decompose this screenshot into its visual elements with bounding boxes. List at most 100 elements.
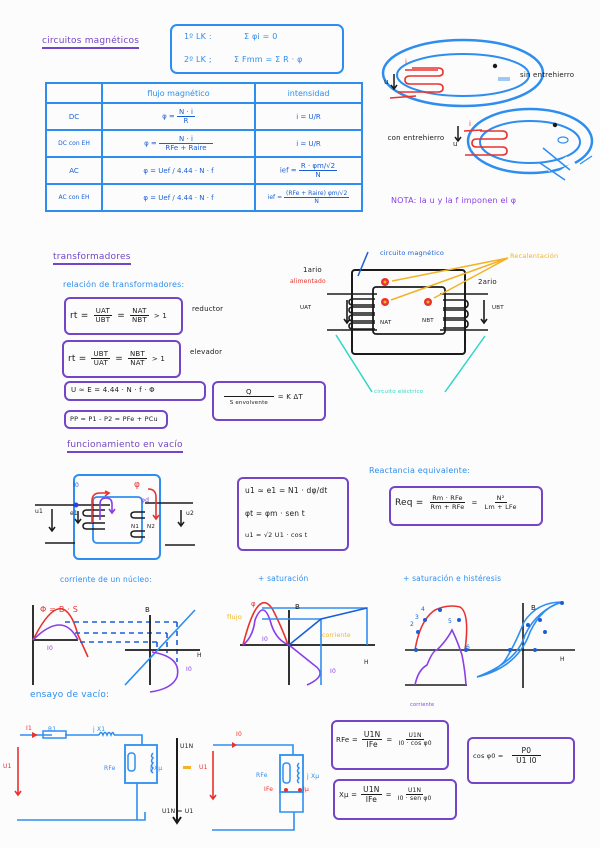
law1-label: 1º LK :	[184, 32, 212, 41]
reactance-title: Reactancia equivalente:	[369, 466, 471, 475]
middle-voltage-arrow	[172, 738, 182, 825]
ratio-den2: NAT	[130, 359, 145, 367]
equivalence-arrow-icon	[183, 766, 191, 769]
reactance-eq-sign: =	[471, 498, 478, 507]
plot1-h-label: H	[197, 652, 202, 659]
reactance-den1: Rm + RFe	[430, 503, 465, 511]
ratio-den2: NBT	[132, 316, 147, 324]
label-with-gap: con entrehierro	[387, 134, 445, 142]
no-load-eq-2: φt = φm · sen t	[245, 509, 305, 518]
plot3-point-3: 3	[415, 614, 420, 621]
plot1-core-current	[32, 605, 200, 693]
no-load-eq-3: u1 = √2 U1 · cos t	[245, 531, 308, 539]
plot2-bh-curve	[288, 607, 368, 646]
table-row: AC con EH φ = Uef / 4.44 · N · f ief = (…	[45, 183, 363, 212]
flux-lhs: φ =	[144, 139, 157, 148]
transformer-diagram	[327, 251, 509, 393]
row-type: AC	[45, 156, 103, 185]
no-load-test-circuit-2	[209, 742, 304, 831]
plot2-flux-curve	[242, 601, 289, 646]
circuit1-i1-label: I1	[26, 725, 32, 732]
toroid1-voltage-label: u	[384, 78, 389, 86]
heating-arrows	[390, 257, 509, 301]
ratio-eq-sign: =	[115, 353, 123, 364]
rfe-lhs: RFe =	[336, 735, 358, 744]
plot3-point-2: 2	[410, 621, 415, 628]
plot3-point-5: 5	[448, 618, 453, 625]
plot1-io-curve	[32, 624, 79, 641]
heat-rhs: = K ΔT	[277, 393, 303, 401]
middle-u1n-label: U1N	[180, 743, 194, 750]
circuit2-ife-label: IFe	[264, 786, 274, 793]
current-lhs: ief =	[279, 166, 297, 175]
no-load-test-circuit-1	[14, 730, 158, 821]
u-bt-label: UBT	[492, 305, 504, 311]
current-lhs: ief =	[267, 194, 283, 201]
toroid-without-gap	[381, 38, 545, 108]
ratio-lhs: rt =	[68, 353, 87, 364]
table-row: AC φ = Uef / 4.44 · N · f ief = R · φm/√…	[45, 156, 363, 185]
no-load-e1-label: e1	[70, 510, 78, 517]
plot2-io-label-left: I0	[262, 636, 268, 643]
rfe-eq-sign: =	[386, 735, 393, 744]
current-den: N	[314, 198, 319, 205]
plot2-flux-label: flujo	[227, 613, 242, 621]
law1-equation: Σ φi = 0	[244, 32, 278, 41]
no-load-u1-label: u1	[35, 508, 44, 515]
circuit1-xmu-label: j Xμ	[150, 765, 163, 772]
rfe-den1: IFe	[366, 740, 378, 749]
plot1-phi-label: Φ = B · S	[40, 605, 79, 614]
rfe-resistor	[282, 762, 291, 784]
x1-inductor	[98, 731, 115, 738]
no-load-diagram	[35, 474, 195, 560]
circuit1-x1-label: j X1	[93, 726, 106, 733]
plot3-hysteresis-loop	[476, 601, 563, 678]
flux-den: RFe + Raire	[165, 144, 207, 152]
plot1-bh-line	[124, 609, 196, 686]
ratio-lhs: rt =	[70, 310, 89, 321]
primary-note: alimentado	[290, 278, 326, 285]
toroid1-current-label: i	[405, 58, 408, 66]
plot2-phi-label: φ	[251, 600, 256, 608]
n-at-label: NAT	[380, 320, 392, 326]
no-load-equations-box: u1 ≃ e1 = N1 · dφ/dt φt = φm · sen t u1 …	[237, 477, 349, 551]
toroid2-voltage-label: u	[453, 140, 458, 148]
flux-lhs: φ =	[162, 112, 175, 121]
circuit2-rfe-label: RFe	[256, 772, 268, 779]
ratio-num1: UBT	[91, 350, 111, 359]
xmu-den1: IFe	[365, 795, 378, 804]
plot3-io-curve	[414, 628, 467, 686]
flux-lhs: φ =	[143, 166, 157, 175]
circuit2-xmu-label: j Xμ	[307, 773, 320, 780]
plot1-title: corriente de un núcleo:	[60, 575, 152, 584]
plot3-point-4: 4	[421, 606, 426, 613]
table-header-empty	[45, 82, 103, 104]
heat-den: S envolvente	[229, 400, 269, 406]
ratio-num2: NAT	[130, 307, 149, 316]
ratio-den1: UBT	[95, 316, 111, 324]
transformer-ratio-subtitle: relación de transformadores:	[63, 280, 185, 289]
plot2-b-label: B	[295, 603, 301, 611]
ratio-tail: > 1	[153, 311, 168, 320]
no-load-eq-1: u1 ≃ e1 = N1 · dφ/dt	[245, 486, 328, 495]
current-num: R · φm/√2	[298, 162, 338, 171]
no-load-n2-label: N2	[147, 524, 156, 530]
label-without-gap: sin entrehierro	[520, 71, 575, 79]
circuit1-r1-label: R1	[48, 726, 57, 733]
core-label-arrow	[357, 251, 369, 277]
xmu-num1: U1N	[361, 785, 382, 795]
section-title-transformers: transformadores	[53, 252, 131, 265]
note-flux: NOTA: la u y la f imponen el φ	[391, 196, 517, 205]
current-den: N	[315, 171, 321, 179]
